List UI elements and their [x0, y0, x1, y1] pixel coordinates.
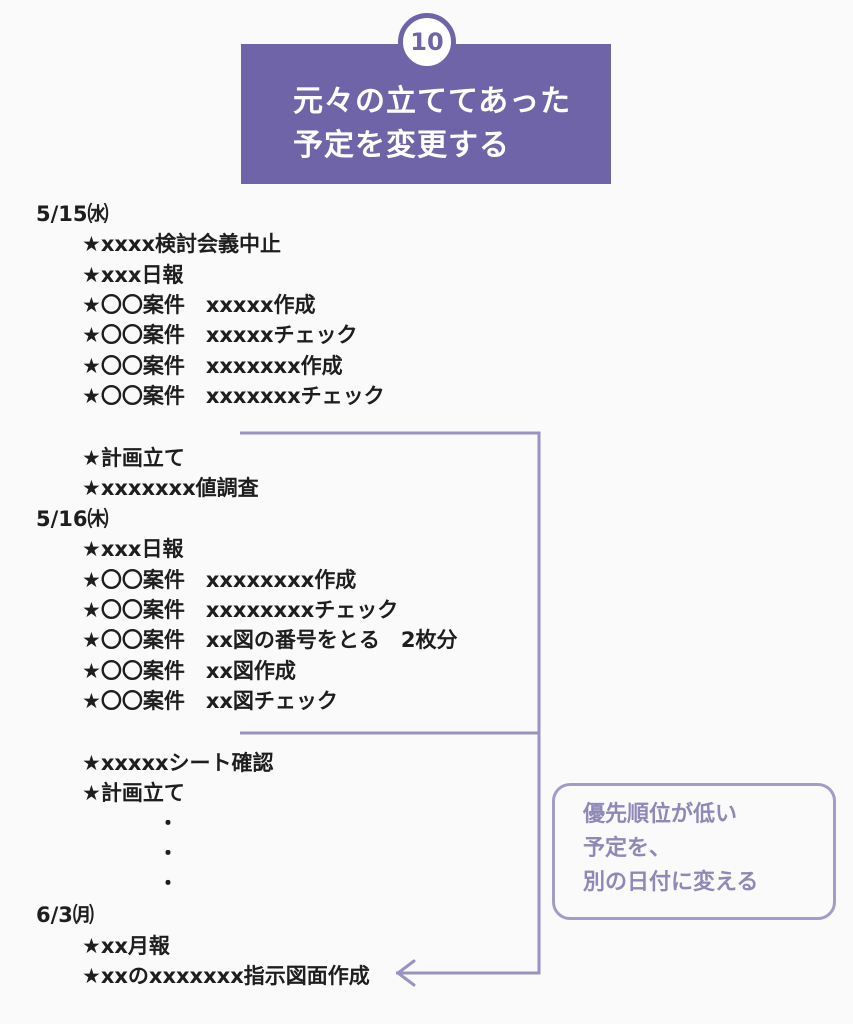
schedule-item: ★xxxx検討会義中止 [82, 232, 282, 256]
schedule-item: ★xx月報 [82, 934, 170, 958]
schedule-item: ★〇〇案件 xxxxx作成 [82, 293, 316, 317]
schedule-item: ★〇〇案件 xxxxxxxチェック [82, 384, 385, 408]
ellipsis-dot: ・ [158, 841, 178, 865]
schedule-item: ★xxxxxシート確認 [82, 751, 274, 775]
callout-line-2: 予定を、 [583, 836, 672, 861]
schedule-item: ★〇〇案件 xxxxxxxxチェック [82, 598, 399, 622]
date-label: 6/3㈪ [36, 903, 94, 927]
step-number-badge: 10 [398, 13, 456, 71]
title-line-1: 元々の立ててあった [293, 84, 572, 119]
callout-box: 優先順位が低い 予定を、 別の日付に変える [552, 783, 836, 920]
arrow-head-icon [396, 959, 416, 987]
schedule-item: ★〇〇案件 xx図の番号をとる 2枚分 [82, 628, 458, 652]
schedule-item: ★xxx日報 [82, 537, 184, 561]
schedule-item: ★計画立て [82, 446, 185, 470]
schedule-item: ★〇〇案件 xx図作成 [82, 659, 296, 683]
schedule-item: ★xxx日報 [82, 263, 184, 287]
ellipsis-dot: ・ [158, 871, 178, 895]
ellipsis-dot: ・ [158, 811, 178, 835]
schedule-item: ★〇〇案件 xx図チェック [82, 689, 338, 713]
schedule-item: ★〇〇案件 xxxxxxx作成 [82, 354, 343, 378]
callout-line-1: 優先順位が低い [583, 802, 738, 827]
schedule-item: ★xxxxxxx値調査 [82, 476, 259, 500]
move-arrow-line [396, 733, 541, 975]
schedule-item: ★〇〇案件 xxxxxチェック [82, 323, 358, 347]
title-line-2: 予定を変更する [293, 128, 510, 163]
date-label: 5/15㈬ [36, 202, 109, 226]
schedule-item: ★xxのxxxxxxx指示図面作成 [82, 964, 370, 988]
schedule-item: ★計画立て [82, 781, 185, 805]
date-label: 5/16㈭ [36, 507, 109, 531]
schedule-item: ★〇〇案件 xxxxxxxx作成 [82, 568, 357, 592]
bracket-line [240, 431, 541, 735]
callout-line-3: 別の日付に変える [583, 870, 759, 895]
